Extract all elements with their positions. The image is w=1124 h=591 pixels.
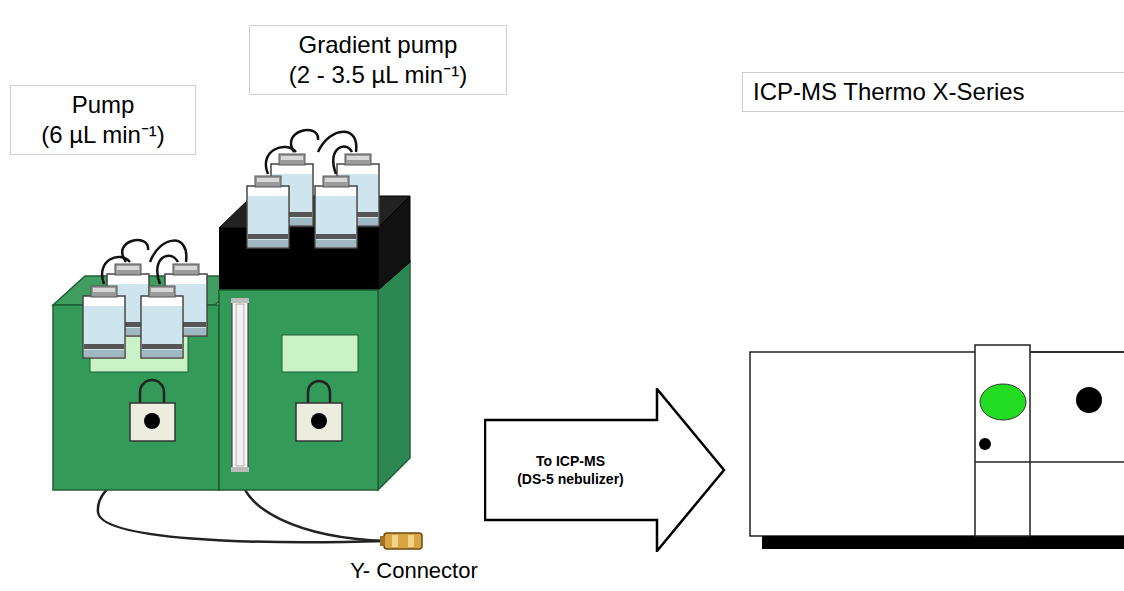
pump [53, 276, 247, 490]
arrow-text: (DS-5 nebulizer) [517, 470, 624, 488]
solvent-bottles [83, 240, 207, 358]
pump-label: Pump(6 µL min⁻¹) [10, 85, 196, 155]
solvent-bottles [247, 130, 379, 248]
label-text: Pump [21, 90, 185, 120]
arrow-outline [485, 389, 724, 551]
flow-arrow: To ICP-MS(DS-5 nebulizer) [484, 388, 726, 552]
label-text: ICP-MS Thermo X-Series [753, 77, 1115, 107]
part-label: Y- Connector [350, 558, 478, 584]
icp-ms-instrument [750, 345, 1124, 549]
pump-label: Gradient pump(2 - 3.5 µL min⁻¹) [249, 25, 507, 95]
arrow-shape [484, 388, 726, 552]
label-text: (6 µL min⁻¹) [21, 120, 185, 150]
label-text: (2 - 3.5 µL min⁻¹) [260, 60, 496, 90]
instrument-label: ICP-MS Thermo X-Series [742, 72, 1124, 112]
arrow-text: To ICP-MS [536, 452, 605, 470]
y-connector [380, 533, 422, 549]
label-text: Gradient pump [260, 30, 496, 60]
